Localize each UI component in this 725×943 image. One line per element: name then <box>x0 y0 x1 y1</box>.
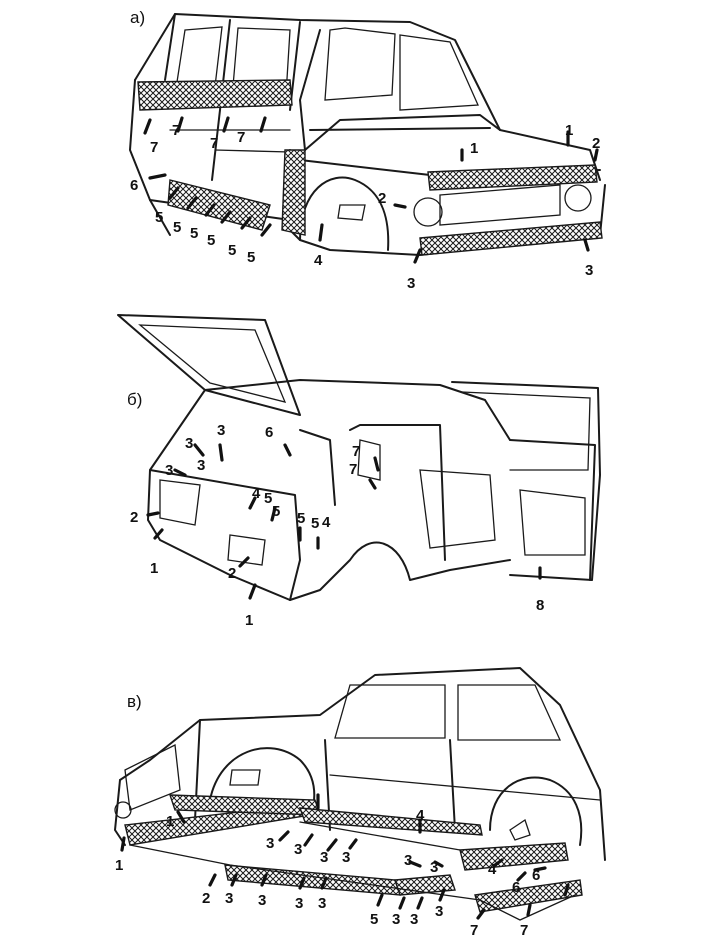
callout-label: 4 <box>416 807 425 824</box>
callout-label: 7 <box>150 139 158 156</box>
callout-label: 1 <box>565 122 573 139</box>
callout-label: 5 <box>155 209 163 226</box>
callout-label: 5 <box>370 911 378 928</box>
callout-label: 1 <box>470 140 478 157</box>
callout-label: 8 <box>536 597 544 614</box>
callout-label: 3 <box>318 895 326 912</box>
callout-label: 7 <box>237 129 245 146</box>
panel-a-body-front-view: а) 1 1 2 2 3 3 4 5 5 5 5 5 5 6 7 7 7 7 <box>129 8 606 292</box>
callout-label: 5 <box>173 219 181 236</box>
callout-label: 5 <box>311 515 319 532</box>
callout-label: 3 <box>165 462 173 479</box>
callout-label: 4 <box>314 252 323 269</box>
callout-label: 6 <box>532 867 540 884</box>
callout-label: 5 <box>247 249 255 266</box>
callout-label: 5 <box>272 503 280 520</box>
callout-label: 7 <box>470 922 478 939</box>
callout-label: 3 <box>430 859 438 876</box>
callout-label: 2 <box>228 565 236 582</box>
callout-label: 5 <box>264 490 272 507</box>
callout-label: 2 <box>202 890 210 907</box>
callout-label: 3 <box>407 275 415 292</box>
callout-label: 1 <box>245 612 253 629</box>
callout-label: 1 <box>150 560 158 577</box>
callout-label: 7 <box>349 461 357 478</box>
callout-label: 4 <box>252 485 261 502</box>
callout-label: 6 <box>265 424 273 441</box>
callout-label: 6 <box>130 177 138 194</box>
callout-label: 3 <box>295 895 303 912</box>
callout-label: 7 <box>210 135 218 152</box>
callout-label: 3 <box>410 911 418 928</box>
callout-label: 3 <box>404 852 412 869</box>
callout-label: 3 <box>185 435 193 452</box>
callout-label: 1 <box>166 813 174 830</box>
callout-label: 7 <box>172 122 180 139</box>
callout-label: 7 <box>352 443 360 460</box>
callout-label: 5 <box>228 242 236 259</box>
callout-label: 2 <box>130 509 138 526</box>
callout-label: 3 <box>197 457 205 474</box>
callout-label: 5 <box>190 225 198 242</box>
callout-label: 3 <box>294 841 302 858</box>
callout-label: 4 <box>322 514 331 531</box>
callout-label: 3 <box>435 903 443 920</box>
callout-label: 6 <box>512 879 520 896</box>
callout-label: 5 <box>207 232 215 249</box>
panel-a-label: а) <box>130 8 145 27</box>
panel-c-body-underside-view: в) 1 1 2 3 3 3 3 3 3 3 3 3 3 3 3 3 4 4 5… <box>114 667 606 939</box>
callout-label: 5 <box>297 510 305 527</box>
callout-label: 7 <box>520 922 528 939</box>
callout-label: 3 <box>342 849 350 866</box>
callout-label: 1 <box>115 857 123 874</box>
panel-c-label: в) <box>127 692 142 711</box>
callout-label: 3 <box>258 892 266 909</box>
callout-label: 3 <box>225 890 233 907</box>
panel-b-label: б) <box>127 390 142 409</box>
callout-label: 2 <box>378 190 386 207</box>
callout-label: 4 <box>488 861 497 878</box>
callout-label: 3 <box>266 835 274 852</box>
callout-label: 3 <box>320 849 328 866</box>
callout-label: 3 <box>585 262 593 279</box>
panel-b-body-rear-view: б) 1 1 2 2 3 3 3 3 4 5 5 5 4 5 6 7 7 8 <box>117 314 601 629</box>
callout-label: 2 <box>592 135 600 152</box>
callout-label: 3 <box>392 911 400 928</box>
callout-label: 3 <box>217 422 225 439</box>
